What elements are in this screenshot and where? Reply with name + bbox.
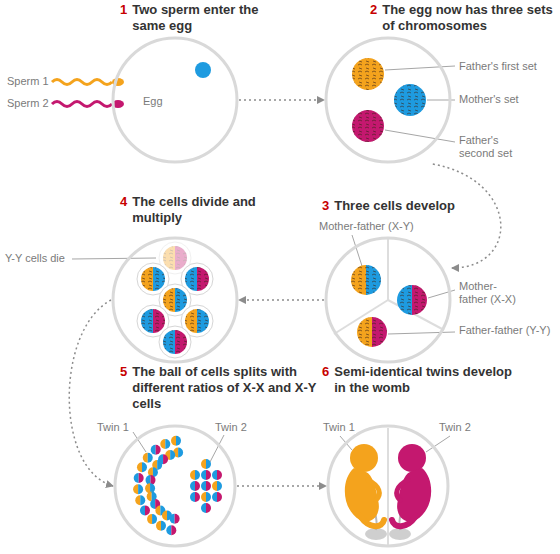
callout-label: Twin 2 [214, 421, 248, 434]
leader-line [72, 258, 156, 259]
step-title: Two sperm enter the same egg [132, 2, 285, 34]
placenta [365, 528, 411, 540]
flow-arrow [237, 485, 326, 487]
callout-label: Egg [142, 95, 164, 108]
step-number: 6 [322, 364, 329, 380]
stage-heading: 2 The egg now has three sets of chromosom… [370, 2, 555, 34]
stage-circle: 2The egg now has three sets of chromosom… [324, 36, 452, 164]
step-number: 4 [120, 194, 127, 210]
callout-label: Sperm 2 [6, 97, 50, 110]
step-title: The ball of cells splits with different … [132, 364, 320, 412]
stage-heading: 6 Semi-identical twins develop in the wom… [322, 364, 527, 396]
egg-nucleus [195, 62, 211, 78]
circle-outline [111, 236, 239, 364]
callout-label: Mother-father (X-Y) [318, 220, 415, 233]
circle-outline [113, 424, 237, 548]
flow-arrow [433, 164, 501, 268]
step-title: Three cells develop [334, 198, 455, 214]
callout-label: Father's second set [458, 134, 516, 160]
fetus-twin-1 [345, 444, 384, 530]
stage-heading: 4 The cells divide and multiply [120, 194, 295, 226]
callout-label: Mother's set [458, 93, 520, 106]
step-number: 1 [120, 2, 127, 18]
flow-arrow [239, 299, 324, 301]
step-title: The cells divide and multiply [132, 194, 295, 226]
fetus-twin-2 [392, 444, 431, 530]
circle-outline [111, 36, 239, 164]
step-number: 2 [370, 2, 377, 18]
stage-heading: 1 Two sperm enter the same egg [120, 2, 285, 34]
callout-label: Father's first set [458, 60, 538, 73]
callout-label: Twin 1 [96, 421, 130, 434]
chromosome-sets [352, 58, 426, 142]
step-number: 3 [322, 198, 329, 214]
step-number: 5 [120, 364, 127, 380]
callout-label: Father-father (Y-Y) [458, 324, 558, 337]
stage-circle: 3Three cells develop [324, 236, 452, 364]
stage-heading: 3 Three cells develop [322, 198, 542, 214]
callout-label: Mother-father (X-X) [458, 280, 524, 306]
circle-outline [324, 36, 452, 164]
circle-outline [324, 236, 452, 364]
callout-label: Y-Y cells die [4, 252, 66, 265]
circle-outline [326, 424, 450, 548]
stage-circle: 6Semi-identical twins develop in the wom… [326, 424, 450, 548]
callout-label: Sperm 1 [6, 75, 50, 88]
step-title: The egg now has three sets of chromosome… [382, 2, 555, 34]
leader-lines [340, 436, 450, 452]
sperm-1 [52, 78, 124, 86]
flow-arrow [69, 300, 113, 486]
stage-circle: 5The ball of cells splits with different… [113, 424, 237, 548]
step-title: Semi-identical twins develop in the womb [334, 364, 527, 396]
flow-arrow [239, 99, 324, 101]
womb-divider [387, 428, 389, 546]
callout-label: Twin 2 [438, 421, 472, 434]
stage-circle: 4The cells divide and multiply [111, 236, 239, 364]
callout-label: Twin 1 [322, 421, 356, 434]
stage-circle: 1Two sperm enter the same egg [111, 36, 239, 164]
stage-heading: 5 The ball of cells splits with different… [120, 364, 320, 412]
